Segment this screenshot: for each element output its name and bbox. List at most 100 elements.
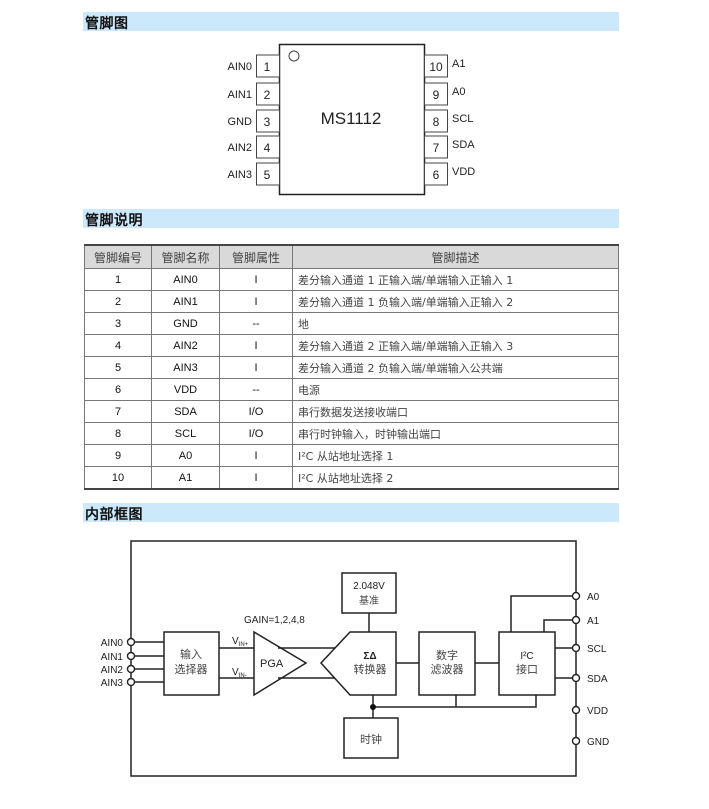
pin-attribute-cell: I — [219, 444, 293, 467]
pin-name: AIN3 — [228, 169, 252, 181]
clock-label: 时钟 — [360, 732, 382, 746]
pin-number: 5 — [264, 168, 271, 182]
output-pin-terminal — [571, 736, 581, 746]
pin-attribute-cell: I/O — [219, 400, 293, 423]
clock-block — [343, 717, 399, 759]
vin-plus-main: V — [232, 636, 239, 647]
input-pin-label: AIN3 — [101, 678, 124, 689]
pin-name: A1 — [452, 58, 465, 70]
input-pin-terminal — [126, 651, 136, 661]
reference-block — [341, 572, 397, 614]
output-pin-terminal — [571, 705, 581, 715]
input-pin-terminal — [126, 664, 136, 674]
input-pin-terminal — [126, 637, 136, 647]
section-title: 管脚说明 — [85, 213, 143, 229]
pin-description-cell: 串行数据发送接收端口 — [292, 400, 619, 423]
pin-name-cell: A1 — [151, 466, 220, 490]
pin-description-cell: 串行时钟输入，时钟输出端口 — [292, 422, 619, 445]
vin-minus-label: VIN- — [232, 667, 247, 679]
pin-description-cell: 电源 — [292, 378, 619, 401]
pin-name: SCL — [452, 113, 473, 125]
pin-attribute-cell: I — [219, 268, 293, 291]
output-pin-label: VDD — [587, 706, 608, 717]
reference-label-line1: 2.048V — [353, 581, 385, 592]
pin-description-cell: 差分输入通道 1 正输入端/单端输入正输入 1 — [292, 268, 619, 291]
pin-number-cell: 6 — [84, 378, 152, 401]
header-pin-name: 管脚名称 — [151, 244, 220, 269]
i2c-label-line1: I²C — [520, 651, 533, 662]
clock-junction-dot — [370, 704, 376, 710]
pin-box-right — [424, 135, 448, 159]
pin-number: 1 — [264, 60, 271, 74]
mux-label-line1: 输入 — [180, 647, 202, 661]
i2c-interface-block — [498, 631, 556, 696]
pin-number-cell: 3 — [84, 312, 152, 335]
output-pin-label: GND — [587, 737, 609, 748]
section-title: 管脚图 — [85, 16, 129, 32]
output-pin-terminal — [571, 673, 581, 683]
pin-box-right — [424, 54, 448, 78]
pin-number-cell: 1 — [84, 268, 152, 291]
pin-name-cell: VDD — [151, 378, 220, 401]
pin-attribute-cell: -- — [219, 312, 293, 335]
reference-label-line2: 基准 — [359, 594, 379, 607]
pin-name: GND — [228, 116, 253, 128]
pin-description-cell: I²C 从站地址选择 2 — [292, 466, 619, 490]
pin-box-right — [424, 162, 448, 186]
pin-number: 2 — [264, 88, 271, 102]
pin-number: 3 — [264, 115, 271, 129]
pin-number-cell: 2 — [84, 290, 152, 313]
digital-filter-block — [418, 631, 476, 696]
output-pin-terminal — [571, 591, 581, 601]
pin-number-cell: 7 — [84, 400, 152, 423]
pin1-marker — [288, 50, 300, 62]
pin-number: 10 — [429, 60, 443, 74]
vin-minus-main: V — [232, 667, 239, 678]
pin-description-cell: I²C 从站地址选择 1 — [292, 444, 619, 467]
pin-name-cell: AIN2 — [151, 334, 220, 357]
section-header-pinout: 管脚图 — [83, 12, 619, 32]
pin-name: VDD — [452, 166, 475, 178]
pin-name-cell: SDA — [151, 400, 220, 423]
pin-number: 7 — [433, 141, 440, 155]
pin-description-cell: 地 — [292, 312, 619, 335]
adc-label-line2: 转换器 — [354, 662, 387, 676]
pin-name: A0 — [452, 86, 465, 98]
input-pin-label: AIN1 — [101, 652, 124, 663]
pin-name-cell: GND — [151, 312, 220, 335]
pin-number-cell: 4 — [84, 334, 152, 357]
pin-box-right — [424, 109, 448, 133]
header-pin-attribute: 管脚属性 — [219, 244, 293, 269]
pin-attribute-cell: I — [219, 356, 293, 379]
pin-box-right — [424, 82, 448, 106]
gain-label: GAIN=1,2,4,8 — [244, 615, 305, 626]
pin-name: AIN2 — [228, 142, 252, 154]
pin-number-cell: 5 — [84, 356, 152, 379]
pin-name: AIN0 — [228, 61, 252, 73]
pin-box-left — [256, 135, 280, 159]
header-pin-description: 管脚描述 — [292, 244, 619, 269]
pin-box-left — [256, 54, 280, 78]
adc-label-line1: ΣΔ — [363, 651, 376, 662]
vin-plus-sub: IN+ — [239, 642, 249, 648]
vin-plus-label: VIN+ — [232, 636, 249, 648]
pin-name-cell: A0 — [151, 444, 220, 467]
pin-number: 4 — [264, 141, 271, 155]
pin-attribute-cell: I — [219, 466, 293, 490]
pin-number-cell: 9 — [84, 444, 152, 467]
pin-name-cell: AIN1 — [151, 290, 220, 313]
section-title: 内部框图 — [85, 507, 143, 523]
pin-name: AIN1 — [228, 89, 252, 101]
pin-attribute-cell: I — [219, 334, 293, 357]
